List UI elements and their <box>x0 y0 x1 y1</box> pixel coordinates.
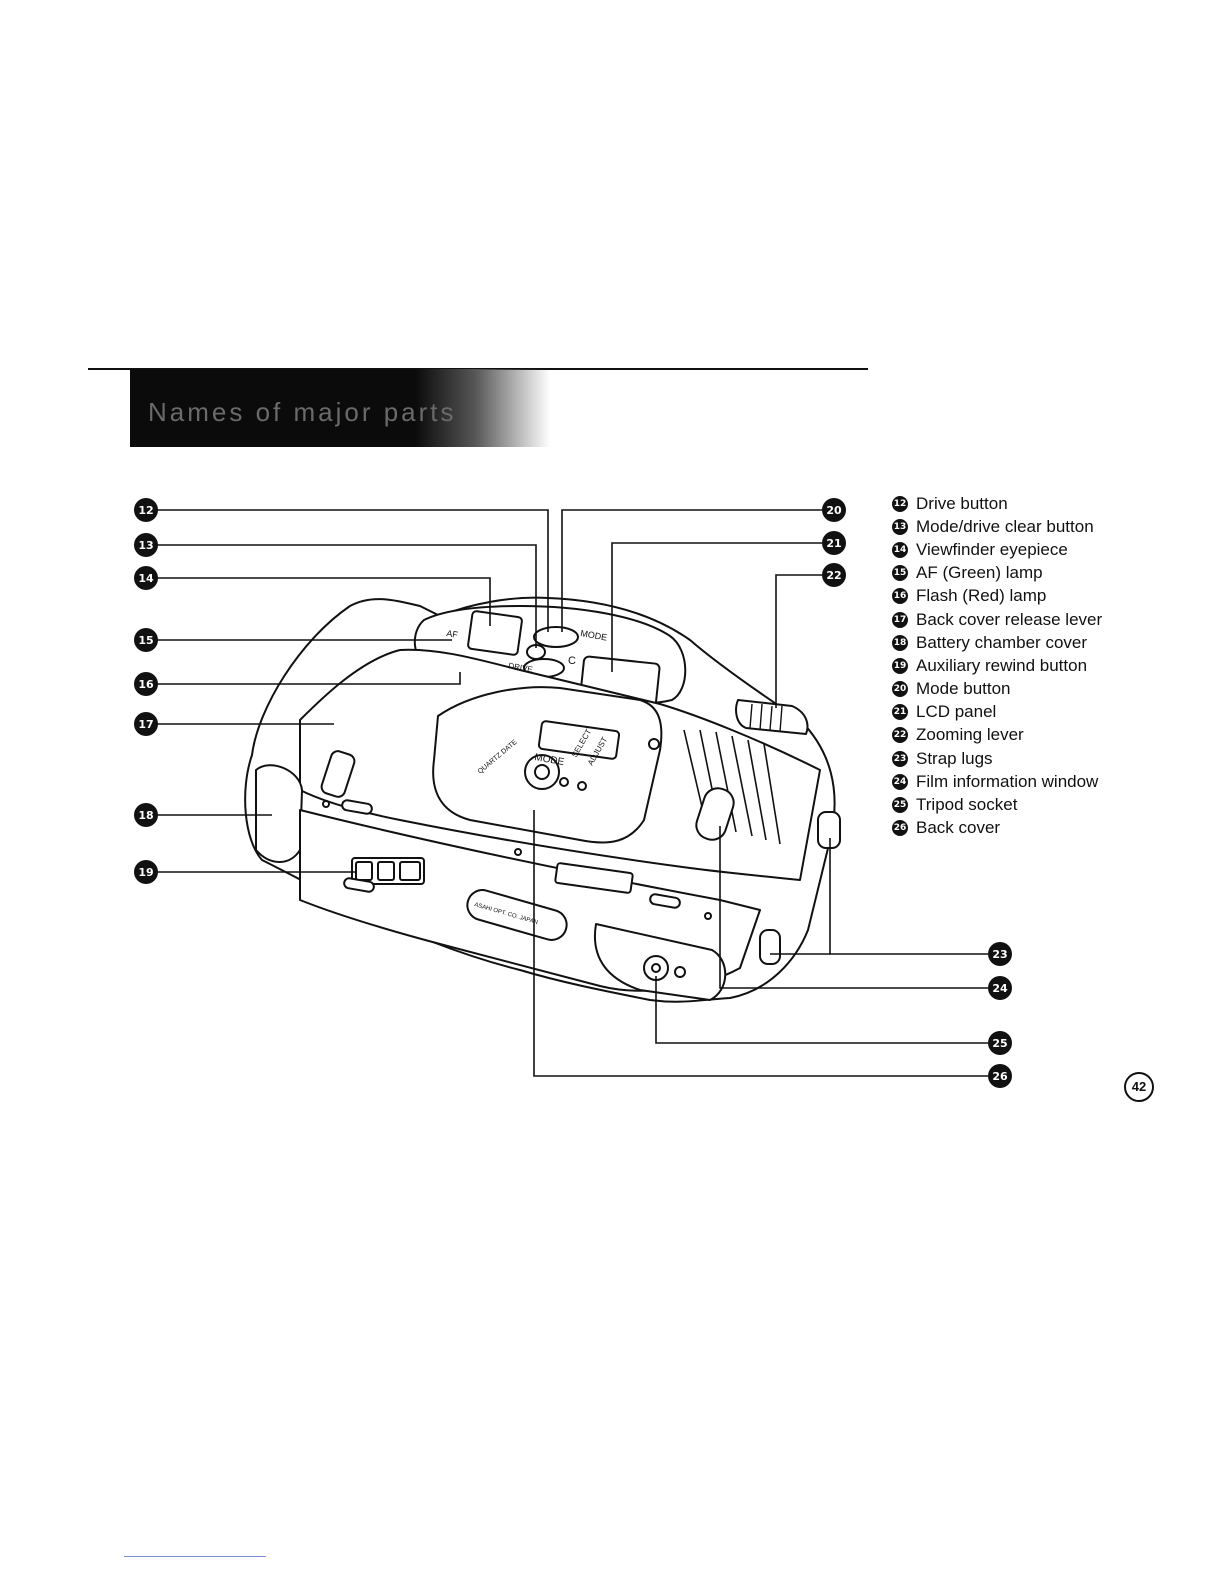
callout-19: 19 <box>134 860 158 884</box>
legend-number: 23 <box>892 750 908 767</box>
legend-number: 14 <box>892 541 908 558</box>
leader-line-14 <box>150 577 491 626</box>
leader-line-12 <box>150 509 549 632</box>
callout-15: 15 <box>134 628 158 652</box>
leader-line-21 <box>611 542 822 672</box>
legend-item: 20 Mode button <box>892 678 1102 701</box>
leader-line-26 <box>533 810 988 1077</box>
legend-number: 12 <box>892 495 908 512</box>
parts-legend: 12 Drive button 13 Mode/drive clear button… <box>892 492 1102 840</box>
leader-line-22 <box>775 574 822 708</box>
svg-text:12: 12 <box>138 504 153 517</box>
legend-label: Tripod socket <box>916 795 1018 815</box>
legend-number: 22 <box>892 727 908 744</box>
marking-mode: MODE <box>580 628 608 643</box>
svg-text:14: 14 <box>138 572 154 585</box>
leader-line-16 <box>150 672 461 685</box>
callout-12: 12 <box>134 498 158 522</box>
legend-number: 25 <box>892 797 908 814</box>
legend-label: Zooming lever <box>916 725 1024 745</box>
legend-item: 14 Viewfinder eyepiece <box>892 538 1102 561</box>
legend-item: 22 Zooming lever <box>892 724 1102 747</box>
callout-13: 13 <box>134 533 158 557</box>
legend-number: 20 <box>892 681 908 698</box>
legend-label: Mode button <box>916 679 1011 699</box>
svg-text:22: 22 <box>826 569 841 582</box>
callout-16: 16 <box>134 672 158 696</box>
legend-label: Back cover <box>916 818 1001 838</box>
callout-25: 25 <box>988 1031 1012 1055</box>
marking-drive: DRIVE <box>508 661 534 674</box>
legend-label: Back cover release lever <box>916 609 1103 629</box>
leader-line-13 <box>150 544 537 648</box>
legend-item: 19 Auxiliary rewind button <box>892 654 1102 677</box>
callout-18: 18 <box>134 803 158 827</box>
leader-line-20 <box>561 509 822 632</box>
legend-number: 21 <box>892 704 908 721</box>
callout-14: 14 <box>134 566 158 590</box>
callout-20: 20 <box>822 498 846 522</box>
callout-17: 17 <box>134 712 158 736</box>
legend-number: 26 <box>892 820 908 837</box>
legend-item: 26 Back cover <box>892 817 1102 840</box>
legend-number: 17 <box>892 611 908 628</box>
legend-number: 19 <box>892 657 908 674</box>
legend-label: Drive button <box>916 493 1008 513</box>
svg-text:18: 18 <box>138 809 153 822</box>
svg-text:17: 17 <box>138 718 153 731</box>
legend-number: 18 <box>892 634 908 651</box>
legend-item: 15 AF (Green) lamp <box>892 562 1102 585</box>
legend-label: Auxiliary rewind button <box>916 655 1088 675</box>
svg-text:15: 15 <box>138 634 153 647</box>
leader-line-24 <box>719 826 988 989</box>
camera-illustration <box>244 596 841 1003</box>
marking-clear: C <box>568 655 576 667</box>
legend-label: LCD panel <box>916 702 997 722</box>
marking-lcd-mode: MODE <box>533 752 565 768</box>
legend-label: AF (Green) lamp <box>916 563 1043 583</box>
legend-label: Battery chamber cover <box>916 632 1088 652</box>
marking-af: AF <box>446 628 460 640</box>
svg-text:13: 13 <box>138 539 153 552</box>
section-title: Names of major parts <box>148 397 457 427</box>
legend-item: 13 Mode/drive clear button <box>892 515 1102 538</box>
svg-text:23: 23 <box>992 948 1007 961</box>
footer-rule <box>124 1556 266 1557</box>
page-number: 42 <box>1124 1072 1154 1102</box>
legend-item: 24 Film information window <box>892 770 1102 793</box>
leader-lines <box>150 509 988 1077</box>
svg-text:24: 24 <box>992 982 1008 995</box>
legend-label: Mode/drive clear button <box>916 516 1094 536</box>
svg-text:16: 16 <box>138 678 154 691</box>
legend-number: 15 <box>892 565 908 582</box>
legend-item: 17 Back cover release lever <box>892 608 1102 631</box>
legend-item: 12 Drive button <box>892 492 1102 515</box>
legend-number: 13 <box>892 518 908 535</box>
leader-line-25 <box>655 976 988 1044</box>
svg-text:21: 21 <box>826 537 841 550</box>
legend-label: Flash (Red) lamp <box>916 586 1047 606</box>
svg-text:20: 20 <box>826 504 842 517</box>
legend-label: Film information window <box>916 771 1099 791</box>
svg-text:19: 19 <box>138 866 153 879</box>
legend-item: 16 Flash (Red) lamp <box>892 585 1102 608</box>
legend-label: Strap lugs <box>916 748 993 768</box>
callout-23: 23 <box>988 942 1012 966</box>
legend-item: 23 Strap lugs <box>892 747 1102 770</box>
callout-21: 21 <box>822 531 846 555</box>
callout-26: 26 <box>988 1064 1012 1088</box>
legend-item: 25 Tripod socket <box>892 793 1102 816</box>
svg-text:26: 26 <box>992 1070 1008 1083</box>
callout-22: 22 <box>822 563 846 587</box>
callout-24: 24 <box>988 976 1012 1000</box>
legend-number: 24 <box>892 773 908 790</box>
legend-item: 21 LCD panel <box>892 701 1102 724</box>
legend-label: Viewfinder eyepiece <box>916 539 1068 559</box>
leader-line-23a <box>829 838 988 955</box>
legend-number: 16 <box>892 588 908 605</box>
svg-text:25: 25 <box>992 1037 1007 1050</box>
legend-item: 18 Battery chamber cover <box>892 631 1102 654</box>
section-banner: Names of major parts <box>130 369 550 447</box>
